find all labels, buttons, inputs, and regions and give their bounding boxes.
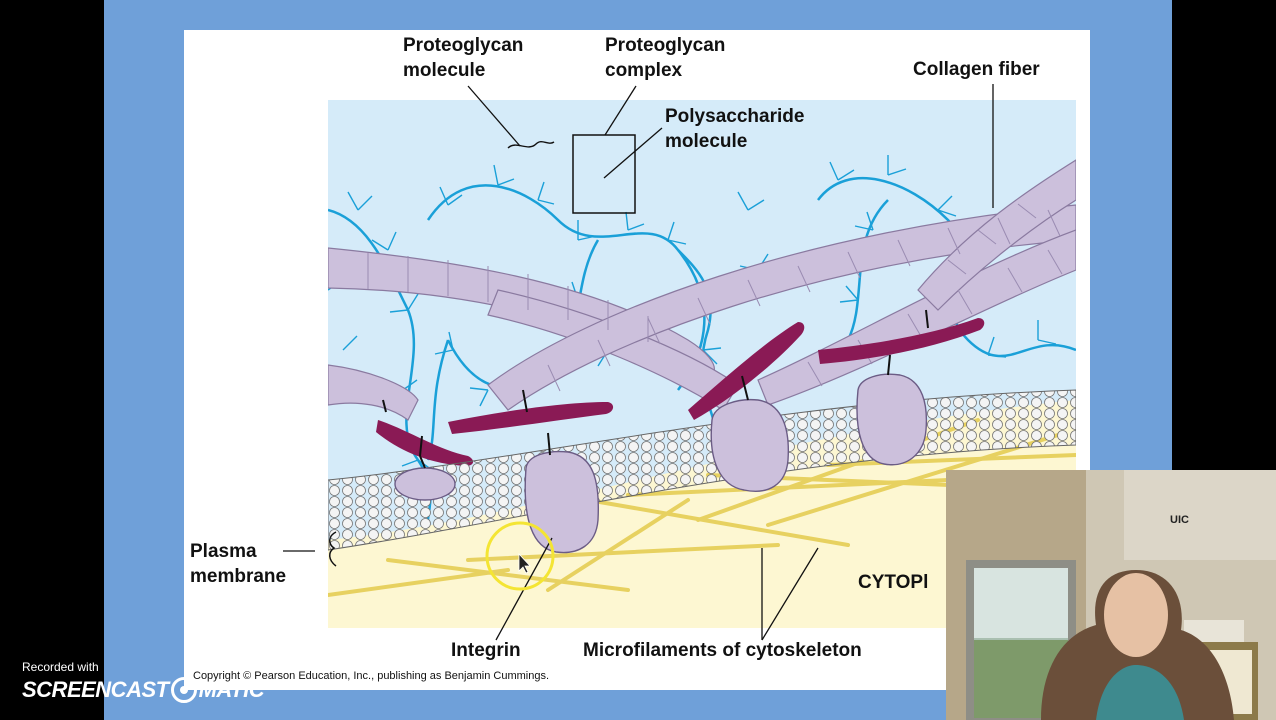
webcam-overlay: UIC	[946, 470, 1276, 720]
label-proteoglycan-complex: Proteoglycan complex	[605, 35, 726, 81]
fibronectin	[376, 318, 985, 466]
label-proteoglycan-molecule: Proteoglycan molecule	[403, 35, 524, 81]
label-cytoplasm: CYTOPl	[858, 572, 929, 593]
record-button-icon	[170, 677, 197, 703]
cursor-highlight-ring	[485, 521, 555, 591]
membrane-bracket	[329, 531, 337, 567]
integrins	[394, 373, 928, 554]
label-collagen-fiber: Collagen fiber	[913, 59, 1040, 80]
collagen-striations	[367, 203, 1063, 392]
brand-left: SCREENCAST	[22, 677, 169, 702]
label-integrin: Integrin	[451, 640, 521, 661]
webcam-scene	[946, 470, 1276, 720]
label-polysaccharide-molecule: Polysaccharide molecule	[665, 106, 805, 152]
mouse-cursor-icon	[518, 552, 531, 574]
integrin-links	[382, 309, 929, 469]
proteoglycan-complex-box	[572, 134, 636, 214]
webcam-sign-text: UIC	[1170, 514, 1189, 526]
label-microfilaments: Microfilaments of cytoskeleton	[583, 640, 862, 661]
copyright-text: Copyright © Pearson Education, Inc., pub…	[193, 670, 550, 682]
brand-right: MATIC	[198, 677, 265, 702]
label-plasma-membrane: Plasma membrane	[190, 541, 287, 587]
recorded-with-text: Recorded with	[22, 660, 99, 674]
bracket	[507, 141, 555, 149]
screencast-o-matic-logo: SCREENCAST MATIC	[22, 677, 265, 703]
